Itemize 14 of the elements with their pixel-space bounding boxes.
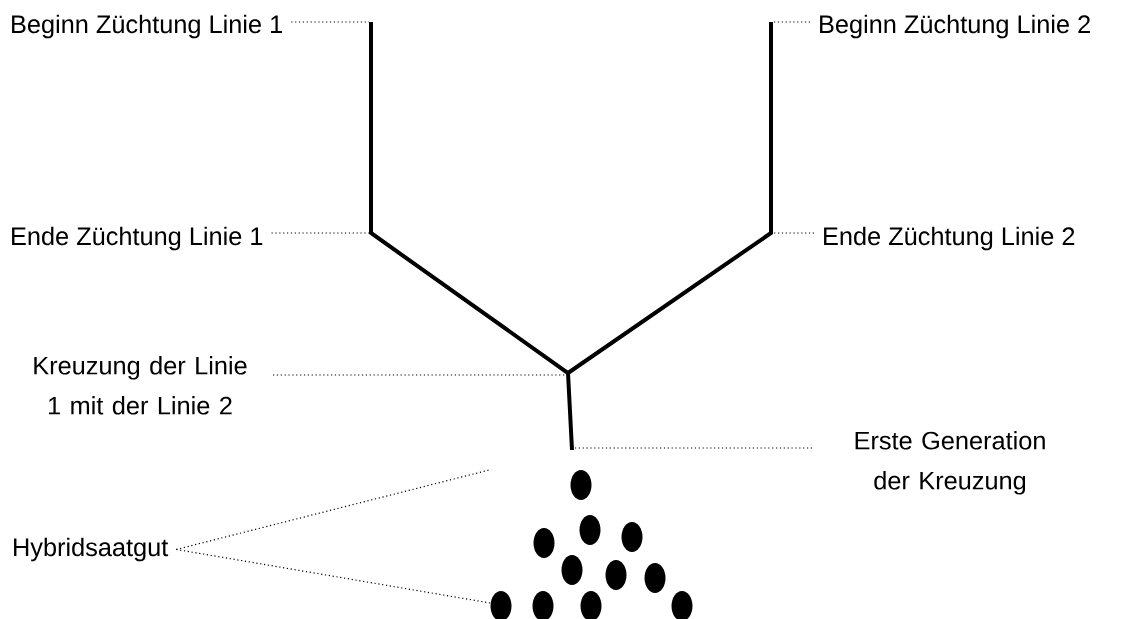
label-text: Kreuzung der Linie 1 mit der Linie 2 — [34, 356, 247, 415]
leader-line — [772, 232, 815, 234]
label-text: Ende Züchtung Linie 1 — [12, 226, 263, 251]
label-text: Erste Generation der Kreuzung — [855, 431, 1045, 495]
leader-line — [290, 21, 370, 23]
label-text: Beginn Züchtung Linie 1 — [12, 14, 282, 39]
leader-line — [772, 21, 811, 23]
leader-line — [175, 548, 491, 604]
leader-line — [272, 374, 567, 376]
label-text: Beginn Züchtung Linie 2 — [820, 14, 1090, 39]
label-text: Hybridsaatgut — [14, 537, 169, 562]
label-text: Ende Züchtung Linie 2 — [824, 226, 1075, 251]
leader-line — [573, 447, 813, 449]
seeds-drawing — [490, 470, 693, 619]
